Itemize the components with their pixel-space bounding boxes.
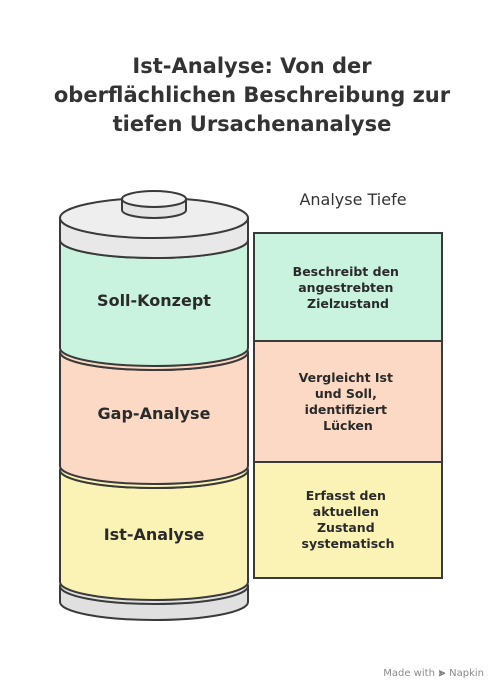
side-box-gap: Vergleicht Ist und Soll, identifiziert L… bbox=[253, 340, 443, 463]
side-box-ist-fill bbox=[253, 461, 443, 579]
page-title: Ist-Analyse: Von der oberflächlichen Bes… bbox=[0, 52, 504, 139]
ist-desc-line-3: Zustand bbox=[317, 520, 375, 535]
side-box-soll-text: Beschreibt den angestrebten Zielzustand bbox=[293, 264, 404, 311]
footer-watermark: Made with ⪢ Napkin bbox=[383, 666, 484, 680]
ist-desc-line-2: aktuellen bbox=[313, 504, 379, 519]
soll-desc-line-3: Zielzustand bbox=[307, 296, 389, 311]
battery: Soll-Konzept Gap-Analyse Ist-Analyse bbox=[59, 190, 249, 621]
side-box-soll: Beschreibt den angestrebten Zielzustand bbox=[253, 232, 443, 342]
gap-desc-line-1: Vergleicht Ist bbox=[299, 370, 393, 385]
title-line-3: tiefen Ursachenanalyse bbox=[112, 112, 392, 136]
analysis-depth-label: Analyse Tiefe bbox=[299, 190, 406, 209]
napkin-logo-icon: ⪢ bbox=[438, 666, 446, 679]
gap-desc-line-2: und Soll, bbox=[315, 386, 377, 401]
made-with-text: Made with bbox=[383, 667, 435, 679]
gap-desc-line-3: identifiziert bbox=[305, 402, 387, 417]
soll-desc-line-1: Beschreibt den bbox=[293, 264, 399, 279]
side-box-gap-text: Vergleicht Ist und Soll, identifiziert L… bbox=[299, 370, 398, 433]
battery-terminal-top bbox=[121, 190, 187, 208]
layer-label-ist: Ist-Analyse bbox=[104, 525, 205, 544]
layer-label-gap: Gap-Analyse bbox=[98, 404, 211, 423]
ist-desc-line-4: systematisch bbox=[302, 536, 395, 551]
soll-desc-line-2: angestrebten bbox=[298, 280, 393, 295]
layer-label-soll: Soll-Konzept bbox=[97, 291, 211, 310]
ist-desc-line-1: Erfasst den bbox=[306, 488, 386, 503]
title-line-1: Ist-Analyse: Von der bbox=[132, 54, 372, 78]
side-box-ist: Erfasst den aktuellen Zustand systematis… bbox=[253, 461, 443, 579]
side-box-soll-fill bbox=[253, 232, 443, 342]
gap-desc-line-4: Lücken bbox=[323, 418, 373, 433]
brand-text: Napkin bbox=[449, 667, 484, 679]
side-box-ist-text: Erfasst den aktuellen Zustand systematis… bbox=[302, 488, 395, 551]
title-line-2: oberflächlichen Beschreibung zur bbox=[53, 83, 451, 107]
